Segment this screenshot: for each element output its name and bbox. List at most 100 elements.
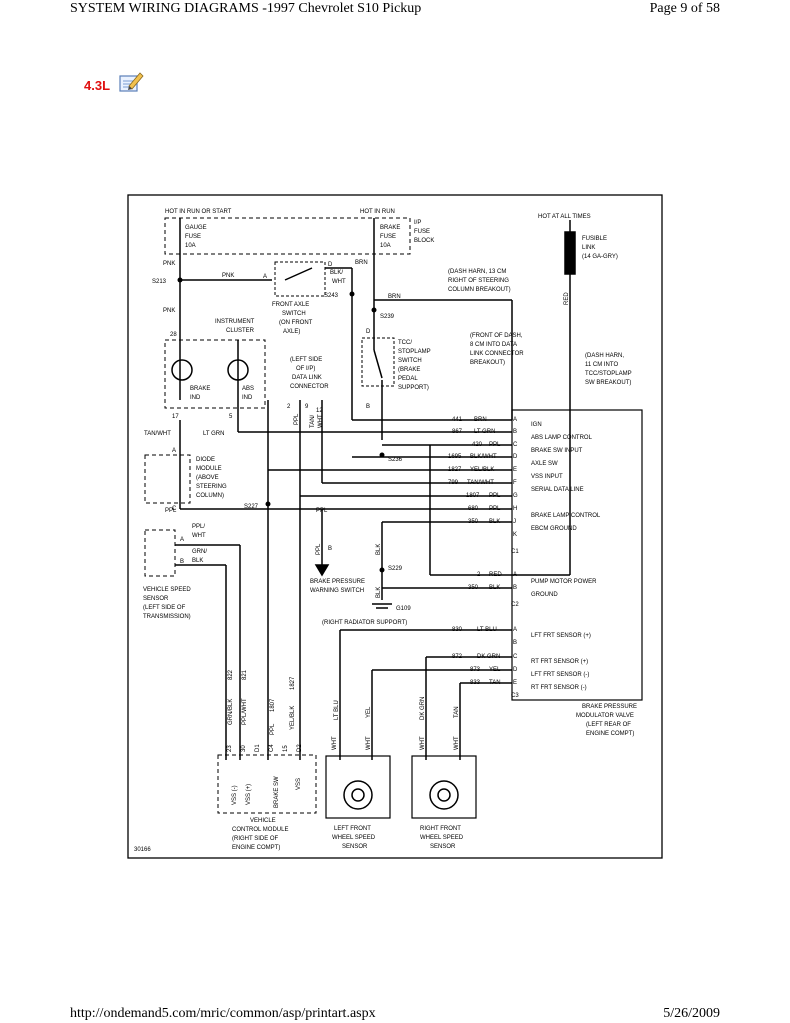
vcm-pin-15: 15: [283, 745, 289, 752]
wire-ppl-wht-1: PPL/: [192, 524, 205, 530]
note-dash-harn-13-2: RIGHT OF STEERING: [448, 278, 509, 284]
vss-sensor-3: (LEFT SIDE OF: [143, 605, 186, 611]
c3-pin-c: C: [513, 654, 518, 660]
wire-grn-blk-1: GRN/: [192, 549, 207, 555]
c1-circuit-d: 1695: [448, 454, 462, 460]
tcc-switch-6: SUPPORT): [398, 385, 429, 391]
vert-yel-blk: YEL/BLK: [290, 706, 296, 730]
vert-1807: 1807: [270, 698, 276, 712]
wire-tan-wht: TAN/WHT: [144, 431, 171, 437]
c3-pin-b: B: [513, 640, 517, 646]
ground-g109: G109: [396, 606, 411, 612]
vert-tan: TAN: [454, 706, 460, 718]
c1-circuit-b: 867: [452, 429, 463, 435]
dlc-tanwht-2-vertical: WHT: [318, 414, 324, 428]
c1-circuit-c: 420: [472, 442, 483, 448]
c1-circuit-a: 441: [452, 417, 463, 423]
pin-vss-a: A: [180, 537, 184, 543]
wire-ppl-wht-2: WHT: [192, 533, 206, 539]
footer-url[interactable]: http://ondemand5.com/mric/common/asp/pri…: [70, 1006, 376, 1021]
diode-module-5: COLUMN): [196, 493, 224, 499]
c3-func-d: LFT FRT SENSOR (-): [531, 672, 589, 678]
c3-color-d: YEL: [489, 667, 501, 673]
splice-s227: S227: [244, 504, 259, 510]
diode-module-4: STEERING: [196, 484, 227, 490]
c1-color-a: BRN: [474, 417, 487, 423]
bpws-label-2: WARNING SWITCH: [310, 588, 364, 594]
figure-id: 30166: [134, 847, 151, 853]
c3-circuit-e: 833: [470, 680, 481, 686]
vcm-pin-d1: D1: [255, 744, 261, 752]
c1-func-c: BRAKE SW INPUT: [531, 448, 583, 454]
c2-color-a: RED: [489, 572, 502, 578]
fusible-link-2: LINK: [582, 245, 595, 251]
note-right-radiator: (RIGHT RADIATOR SUPPORT): [322, 620, 407, 626]
vcm-label-4: ENGINE COMPT): [232, 845, 280, 851]
c2-pin-b: B: [513, 585, 517, 591]
brake-fuse-3: 10A: [380, 243, 391, 249]
c1-pin-a: A: [513, 417, 517, 423]
c1-color-g: PPL: [489, 493, 501, 499]
pin-dlc-9: 9: [305, 404, 309, 410]
c3-color-c: DK GRN: [477, 654, 500, 660]
front-axle-switch-4: AXLE): [283, 329, 300, 335]
pin-dlc-12: 12: [316, 408, 323, 414]
c1-color-f: TAN/WHT: [467, 480, 494, 486]
pin-cluster-5: 5: [229, 414, 233, 420]
wire-brn-a: BRN: [355, 260, 368, 266]
c2-circuit-b: 350: [468, 585, 479, 591]
wire-red-vertical: RED: [564, 292, 570, 305]
page-number: Page 9 of 58: [649, 1, 720, 16]
vss-sensor-1: VEHICLE SPEED: [143, 587, 191, 593]
bpmv-label-4: ENGINE COMPT): [586, 731, 634, 737]
c1-circuit-j: 350: [468, 519, 479, 525]
page-header-title: SYSTEM WIRING DIAGRAMS -1997 Chevrolet S…: [70, 1, 422, 16]
c1-pin-d: D: [513, 454, 518, 460]
vcm-label-1: VEHICLE: [250, 818, 276, 824]
vert-821: 821: [242, 669, 248, 680]
vert-ppl: PPL: [270, 723, 276, 735]
rf-wss-label-2: WHEEL SPEED: [420, 835, 464, 841]
c1-circuit-h: 680: [468, 506, 479, 512]
instrument-cluster-1: INSTRUMENT: [215, 319, 255, 325]
c1-circuit-g: 1807: [466, 493, 480, 499]
c3-pin-d: D: [513, 667, 518, 673]
wire-blk-wht-2: WHT: [332, 279, 346, 285]
note-dash-harn-11-3: TCC/STOPLAMP: [585, 371, 632, 377]
splice-s239: S239: [380, 314, 395, 320]
lf-wss-label-2: WHEEL SPEED: [332, 835, 376, 841]
splice-s243: S243: [324, 293, 339, 299]
vert-grn-blk: GRN/BLK: [228, 699, 234, 725]
note-front-dash-3: LINK CONNECTOR: [470, 351, 524, 357]
c1-color-b: LT GRN: [474, 429, 495, 435]
note-dash-harn-11-4: SW BREAKOUT): [585, 380, 631, 386]
c2-func-b: GROUND: [531, 592, 558, 598]
c1-pin-f: F: [513, 480, 517, 486]
pin-bpws-b: B: [328, 546, 332, 552]
tcc-switch-2: STOPLAMP: [398, 349, 431, 355]
pin-switch-a: A: [263, 274, 267, 280]
pin-dlc-2: 2: [287, 404, 291, 410]
wht-lf-1: WHT: [332, 736, 338, 750]
vcm-pin-30: 30: [241, 745, 247, 752]
c1-func-e: VSS INPUT: [531, 474, 563, 480]
wire-grn-blk-2: BLK: [192, 558, 203, 564]
splice-s229: S229: [388, 566, 403, 572]
splice-s236: S236: [388, 457, 403, 463]
c3-pin-e: E: [513, 680, 517, 686]
pin-tcc-b: B: [366, 404, 370, 410]
c2-func-a: PUMP MOTOR POWER: [531, 579, 597, 585]
vert-dk-grn: DK GRN: [420, 697, 426, 720]
vert-822: 822: [228, 669, 234, 680]
note-pencil-icon[interactable]: [118, 70, 144, 94]
c3-pin-a: A: [513, 627, 517, 633]
brake-ind-2: IND: [190, 395, 201, 401]
vcm-label-2: CONTROL MODULE: [232, 827, 288, 833]
c3-func-e: RT FRT SENSOR (-): [531, 685, 587, 691]
c3-func-a: LFT FRT SENSOR (+): [531, 633, 591, 639]
c1-func-d: AXLE SW: [531, 461, 558, 467]
bpmv-label-1: BRAKE PRESSURE: [582, 704, 637, 710]
wire-blk-b-vertical: BLK: [376, 587, 382, 598]
c3-color-e: TAN: [489, 680, 501, 686]
c3-circuit-a: 830: [452, 627, 463, 633]
